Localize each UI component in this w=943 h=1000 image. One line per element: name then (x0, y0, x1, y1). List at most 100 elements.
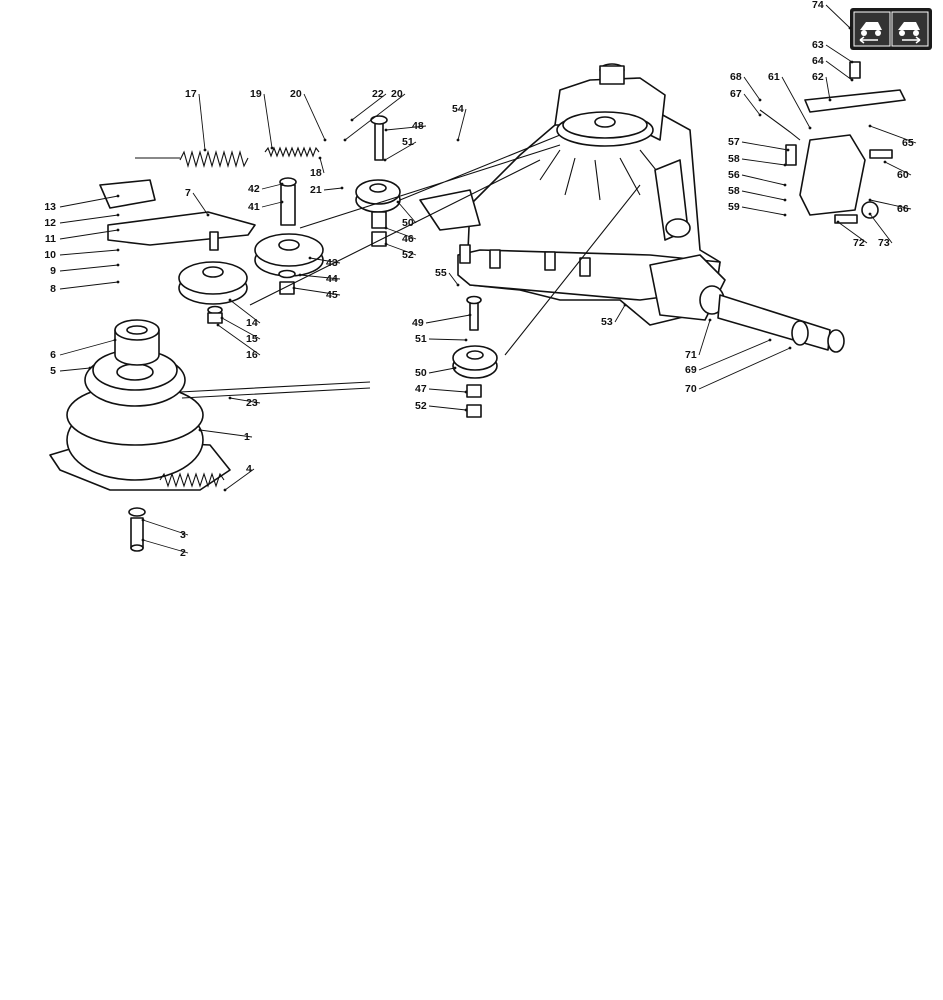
part-number-label: 51 (415, 333, 427, 345)
leader-dot (220, 316, 224, 320)
part-number-label: 71 (685, 349, 697, 361)
part-number-label: 61 (768, 71, 780, 83)
leader-line (261, 183, 283, 190)
leader-dot (783, 183, 787, 187)
leader-dot (216, 323, 220, 327)
part-number-label: 13 (44, 201, 56, 213)
leader-dot (141, 518, 145, 522)
leader-line (59, 281, 119, 290)
leader-line (384, 141, 417, 161)
leader-line (198, 93, 206, 151)
part-number-label: 14 (246, 317, 258, 329)
leader-dot (203, 148, 207, 152)
leader-line (299, 274, 341, 280)
leader-dot (468, 313, 472, 317)
leader-line (351, 93, 387, 121)
leader-line (344, 93, 406, 141)
rod-19 (264, 146, 320, 158)
part-number-label: 50 (415, 367, 427, 379)
leader-dot (464, 390, 468, 394)
leader-line (869, 213, 893, 244)
leader-line (323, 187, 343, 191)
leader-line (397, 201, 417, 224)
leader-dot (883, 160, 887, 164)
part-number-label: 65 (902, 137, 914, 149)
leader-line (741, 158, 786, 166)
leader-line (781, 76, 811, 129)
leader-dot (228, 396, 232, 400)
part-number-label: 70 (685, 383, 697, 395)
part-number-label: 20 (290, 88, 302, 100)
part-number-label: 73 (878, 237, 890, 249)
leader-line (59, 339, 116, 356)
leader-line (59, 367, 91, 372)
leader-dot (116, 213, 120, 217)
leader-line (448, 272, 459, 286)
leader-dot (868, 124, 872, 128)
bracket-7 (107, 211, 256, 246)
part-number-label: 15 (246, 333, 258, 345)
leader-dot (836, 220, 840, 224)
part-number-label: 8 (50, 283, 56, 295)
nut-15 (207, 305, 223, 324)
leader-line (142, 539, 189, 554)
part-number-label: 62 (812, 71, 824, 83)
part-number-label: 45 (326, 289, 338, 301)
leader-line (59, 264, 119, 272)
part-number-label: 19 (250, 88, 262, 100)
leader-dot (623, 303, 627, 307)
leader-dot (280, 200, 284, 204)
leader-dot (456, 283, 460, 287)
leader-line (59, 214, 119, 224)
part-number-label: 66 (897, 203, 909, 215)
part-number-label: 64 (812, 55, 824, 67)
leader-dot (323, 138, 327, 142)
leader-dot (783, 163, 787, 167)
pivot-bracket (799, 134, 866, 216)
leader-dot (116, 194, 120, 198)
leader-dot (116, 263, 120, 267)
leader-line (224, 468, 255, 491)
part-number-label: 3 (180, 529, 186, 541)
part-number-label: 16 (246, 349, 258, 361)
forward-reverse-pedal-icon (850, 8, 932, 50)
leader-dot (292, 286, 296, 290)
transaxle (419, 63, 845, 353)
leader-dot (298, 273, 302, 277)
leader-dot (384, 242, 388, 246)
part-number-label: 60 (897, 169, 909, 181)
leader-line (229, 299, 261, 324)
spring-4 (159, 472, 225, 488)
leader-line (385, 125, 427, 131)
leader-line (825, 76, 831, 101)
leader-dot (768, 338, 772, 342)
leader-line (303, 93, 326, 141)
leader-dot (396, 200, 400, 204)
electric-clutch (49, 319, 231, 491)
leader-line (309, 257, 341, 264)
part-number-label: 41 (248, 201, 260, 213)
leader-line (837, 221, 868, 244)
part-number-label: 56 (728, 169, 740, 181)
part-number-label: 57 (728, 136, 740, 148)
part-number-label: 63 (812, 39, 824, 51)
leader-dot (280, 182, 284, 186)
part-number-label: 74 (812, 0, 824, 11)
leader-line (59, 195, 119, 208)
part-number-label: 17 (185, 88, 197, 100)
leader-line (385, 227, 417, 240)
leader-dot (340, 186, 344, 190)
leader-line (428, 388, 467, 393)
part-number-label: 12 (44, 217, 56, 229)
leader-dot (464, 338, 468, 342)
leader-dot (788, 346, 792, 350)
leader-line (428, 367, 456, 374)
part-number-label: 55 (435, 267, 447, 279)
leader-dot (850, 60, 854, 64)
leader-dot (828, 98, 832, 102)
part-number-label: 49 (412, 317, 424, 329)
leader-dot (270, 146, 274, 150)
leader-line (217, 324, 261, 356)
leader-dot (141, 538, 145, 542)
